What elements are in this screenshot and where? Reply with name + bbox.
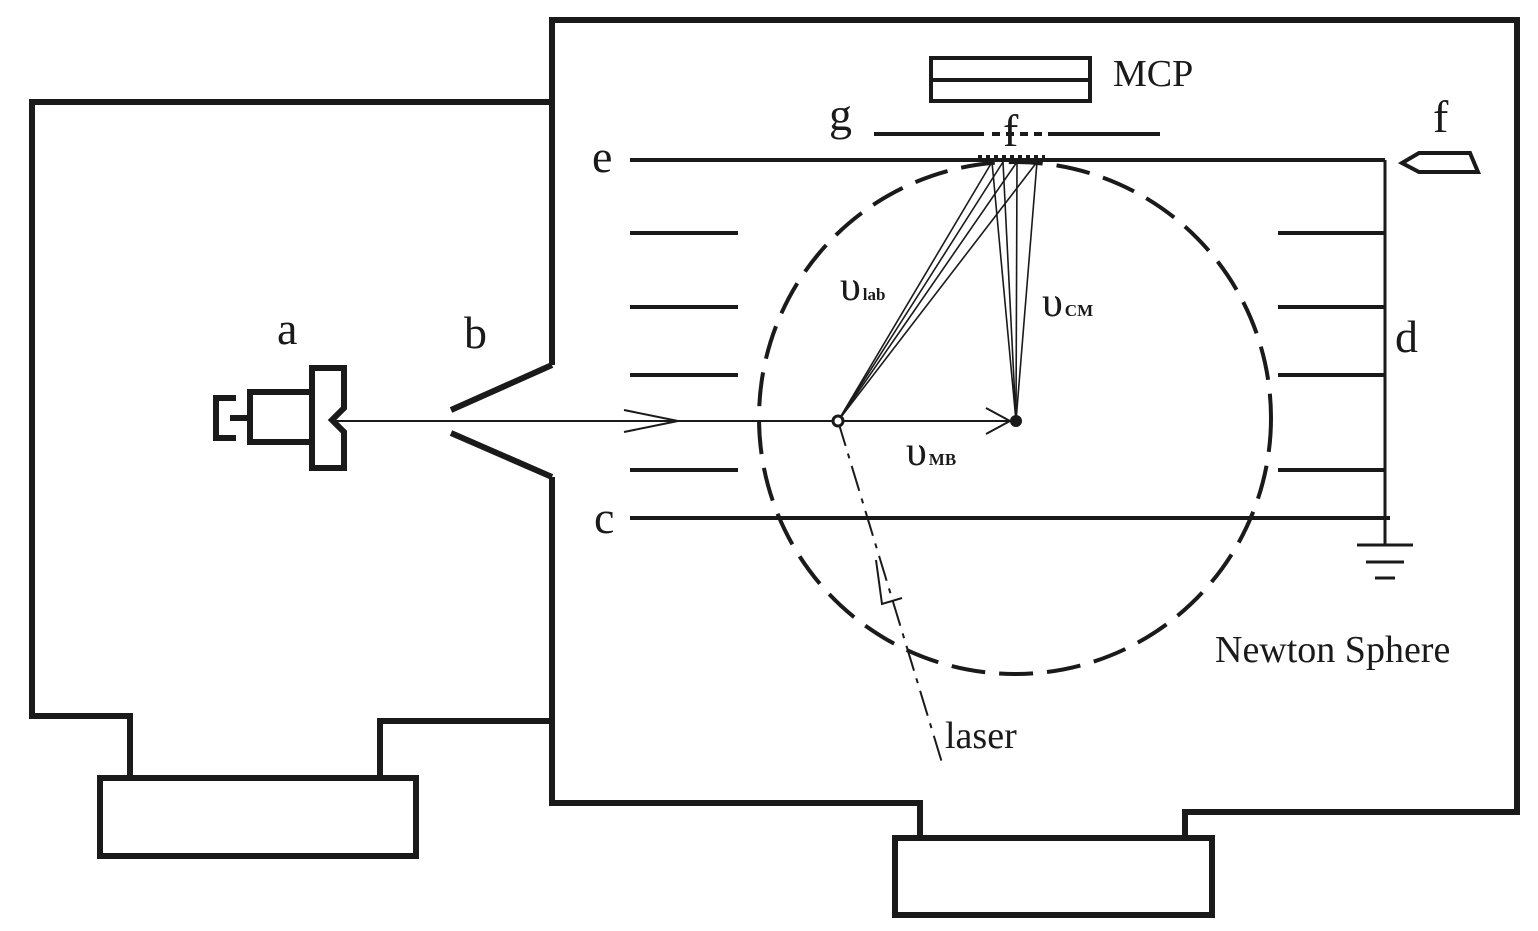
main-chamber: [549, 17, 1520, 918]
ground-icon: [1357, 543, 1413, 580]
lab-velocity-ray: [837, 161, 1038, 422]
interaction-point: [831, 414, 845, 428]
source-pump-flange: [97, 775, 419, 859]
label-f-center: f: [1003, 105, 1019, 156]
mcp-detector: [929, 56, 1092, 103]
lab-velocity-ray: [837, 161, 1004, 422]
label-c: c: [594, 492, 614, 543]
label-laser: laser: [945, 715, 1017, 757]
label-g: g: [829, 89, 852, 140]
cm-velocity-ray: [991, 161, 1017, 422]
skimmer: [449, 362, 554, 480]
center-of-mass-point: [1010, 415, 1022, 427]
label-d: d: [1395, 311, 1418, 362]
main-pump-flange: [892, 835, 1215, 918]
cm-velocity-ray: [1015, 161, 1018, 422]
lens-electrodes-left: [630, 231, 738, 472]
cm-velocity-ray: [1002, 161, 1017, 422]
label-e: e: [592, 131, 612, 182]
lab-velocity-ray: [837, 161, 993, 422]
label-mcp: MCP: [1113, 53, 1193, 95]
label-newton-sphere: Newton Sphere: [1215, 629, 1450, 671]
source-chamber: [29, 99, 552, 859]
label-a: a: [277, 303, 297, 354]
lab-velocity-ray: [837, 161, 1018, 422]
lens-electrodes-right: [1278, 231, 1385, 472]
label-b: b: [464, 307, 487, 358]
label-f-detector: f: [1433, 91, 1449, 142]
velocity-vectors: [837, 161, 1038, 422]
phosphor-detector-icon: [1397, 151, 1482, 174]
pulsed-valve: [213, 365, 347, 471]
laser-beam: [837, 420, 944, 767]
cm-velocity-ray: [1015, 161, 1038, 422]
newton-sphere: [757, 160, 1273, 676]
